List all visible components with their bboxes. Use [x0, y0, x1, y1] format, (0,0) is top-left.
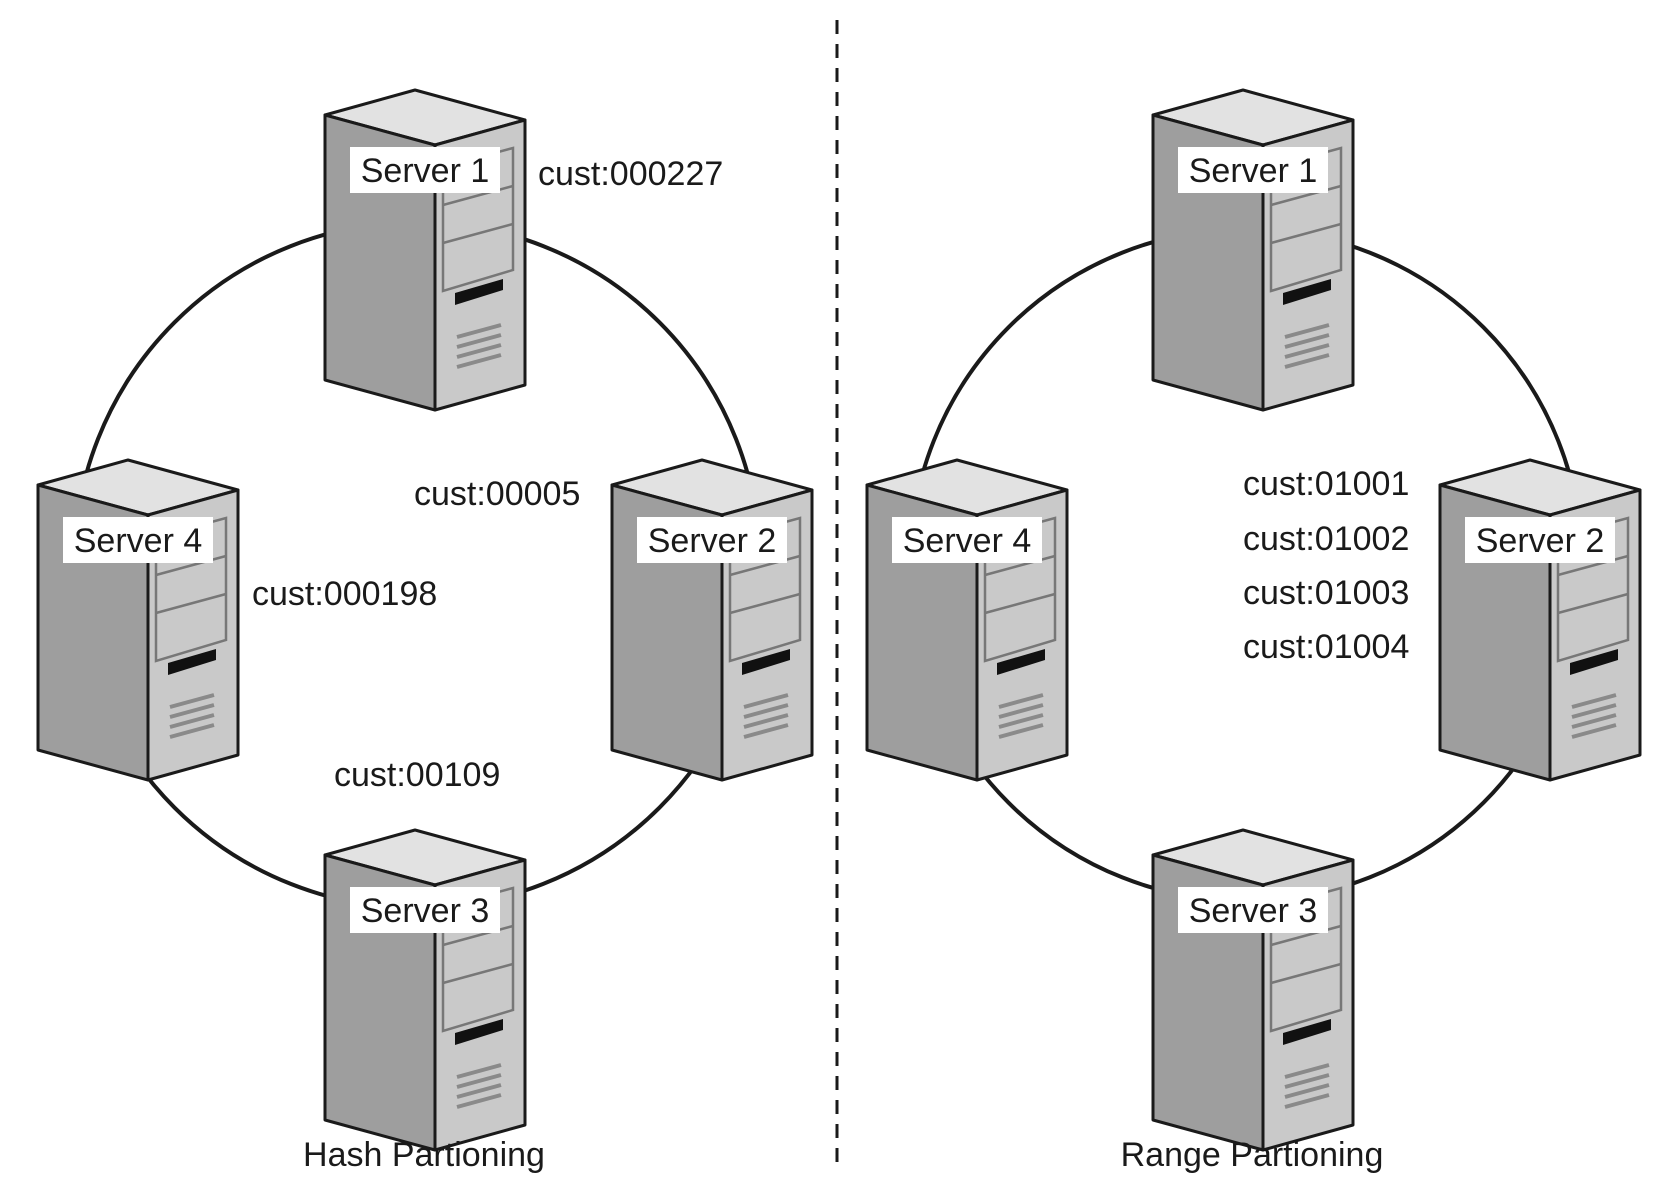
server-label: Server 1	[361, 152, 490, 190]
range-server-3: Server 3	[1151, 828, 1355, 1152]
hash-server-4: Server 4	[36, 458, 240, 782]
server-label-box	[350, 147, 500, 193]
server-tower-icon	[323, 828, 527, 1152]
server-tower-icon	[865, 458, 1069, 782]
server-tower-icon	[610, 458, 814, 782]
server-label: Server 1	[1189, 152, 1318, 190]
key-label: cust:00005	[414, 475, 580, 513]
hash-server-1: Server 1	[323, 88, 527, 412]
server-label-box	[1178, 887, 1328, 933]
server-label-box	[1178, 147, 1328, 193]
server-label-box	[63, 517, 213, 563]
server-label-box	[637, 517, 787, 563]
key-label: cust:01004	[1243, 628, 1409, 666]
range-server-1: Server 1	[1151, 88, 1355, 412]
server-label: Server 2	[1476, 522, 1605, 560]
range-server-4: Server 4	[865, 458, 1069, 782]
server-label-box	[350, 887, 500, 933]
server-tower-icon	[1151, 828, 1355, 1152]
server-tower-icon	[1151, 88, 1355, 412]
hash-server-3: Server 3	[323, 828, 527, 1152]
panel-caption: Hash Partioning	[303, 1136, 545, 1174]
server-label-box	[1465, 517, 1615, 563]
server-label: Server 4	[74, 522, 203, 560]
hash-panel: Server 1 Server 2 Server 3 Server 4 cust…	[36, 88, 814, 1174]
server-tower-icon	[1438, 458, 1642, 782]
hash-server-2: Server 2	[610, 458, 814, 782]
range-panel: Server 1 Server 2 Server 3 Server 4 cust…	[865, 88, 1642, 1174]
panel-caption: Range Partioning	[1121, 1136, 1384, 1174]
key-label: cust:01003	[1243, 574, 1409, 612]
range-server-2: Server 2	[1438, 458, 1642, 782]
server-label: Server 4	[903, 522, 1032, 560]
key-label: cust:000198	[252, 575, 437, 613]
key-label: cust:01002	[1243, 520, 1409, 558]
key-label: cust:000227	[538, 155, 723, 193]
server-tower-icon	[36, 458, 240, 782]
server-tower-icon	[323, 88, 527, 412]
key-label: cust:01001	[1243, 465, 1409, 503]
key-label: cust:00109	[334, 756, 500, 794]
server-label: Server 3	[361, 892, 490, 930]
server-label: Server 3	[1189, 892, 1318, 930]
server-label-box	[892, 517, 1042, 563]
server-label: Server 2	[648, 522, 777, 560]
